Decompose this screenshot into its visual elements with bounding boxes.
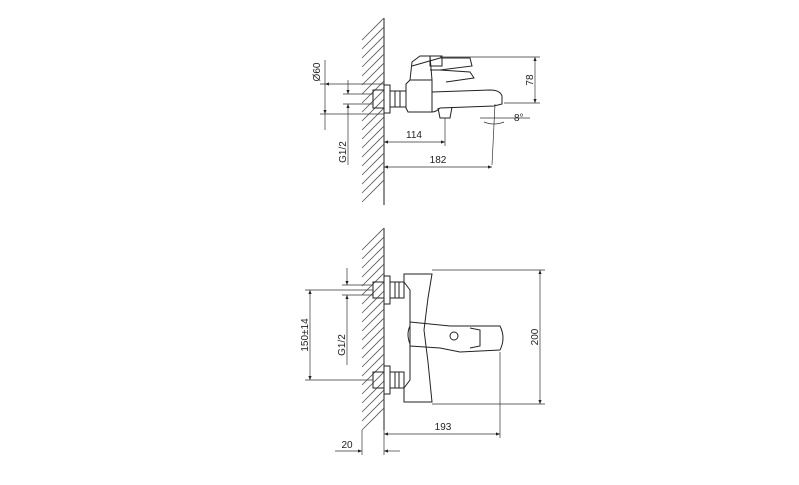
hatch-line: [361, 263, 385, 287]
dim-flange-diameter: Ø60: [312, 60, 384, 130]
hatch-line: [361, 389, 385, 413]
dim-label-wall-offset: 20: [341, 440, 353, 451]
hatch-line: [361, 71, 385, 95]
hatch-line: [361, 254, 385, 278]
hatch-line: [361, 17, 385, 41]
dim-label-center-distance: 150±14: [300, 318, 311, 352]
hatch-line: [361, 44, 385, 68]
hatch-line: [361, 143, 385, 167]
dim-angle: 8°: [480, 103, 530, 166]
dim-height: 78: [440, 56, 540, 104]
hatch-line: [361, 134, 385, 158]
dim-label-thread-bottom: G1/2: [337, 334, 348, 356]
hatch-line: [361, 107, 385, 131]
hatch-line: [361, 380, 385, 404]
dim-wall-offset: 20: [335, 430, 400, 455]
faucet-front-outline: [372, 273, 504, 403]
hatch-line: [361, 116, 385, 140]
dim-connection-offset: 114: [384, 118, 446, 146]
hatch-line: [361, 335, 385, 359]
hatch-line: [361, 245, 385, 269]
hatch-line: [361, 62, 385, 86]
dim-thread-bottom: G1/2: [337, 268, 373, 365]
dim-label-flange-diameter: Ø60: [312, 62, 323, 81]
hatch-line: [361, 407, 385, 431]
dim-label-overall-height: 200: [530, 328, 541, 345]
dim-label-connection-offset: 114: [406, 130, 422, 141]
dim-label-spout-reach: 182: [430, 155, 447, 166]
dim-label-overall-reach: 193: [435, 422, 452, 433]
dim-center-distance: 150±14: [300, 289, 373, 381]
dim-overall-reach: 193: [384, 352, 501, 438]
dim-label-height: 78: [525, 74, 536, 86]
hatch-line: [361, 326, 385, 350]
hatch-line: [361, 152, 385, 176]
hatch-line: [361, 398, 385, 422]
hatch-line: [361, 125, 385, 149]
dim-label-thread-top: G1/2: [338, 141, 349, 163]
hatch-line: [361, 179, 385, 203]
faucet-side-outline: [372, 55, 503, 119]
front-view: 150±14 G1/2 200 193: [300, 227, 545, 455]
dim-thread-top: G1/2: [338, 80, 373, 165]
hatch-line: [361, 344, 385, 368]
hatch-line: [361, 290, 385, 314]
hatch-line: [361, 227, 385, 251]
hatch-line: [361, 236, 385, 260]
hatch-line: [361, 317, 385, 341]
dim-overall-height: 200: [432, 269, 545, 405]
hatch-line: [361, 161, 385, 185]
dim-label-angle: 8°: [514, 113, 524, 124]
wall-hatch-bottom: [361, 227, 385, 431]
hatch-line: [361, 353, 385, 377]
hatch-line: [361, 299, 385, 323]
hatch-line: [361, 308, 385, 332]
wall-hatch-top: [361, 17, 385, 205]
hatch-line: [361, 35, 385, 59]
dim-spout-reach: 182: [384, 155, 492, 169]
hatch-line: [361, 170, 385, 194]
hatch-line: [361, 98, 385, 122]
hatch-line: [361, 53, 385, 77]
side-view: Ø60 G1/2 78 8° 114: [312, 17, 540, 205]
hatch-line: [361, 26, 385, 50]
